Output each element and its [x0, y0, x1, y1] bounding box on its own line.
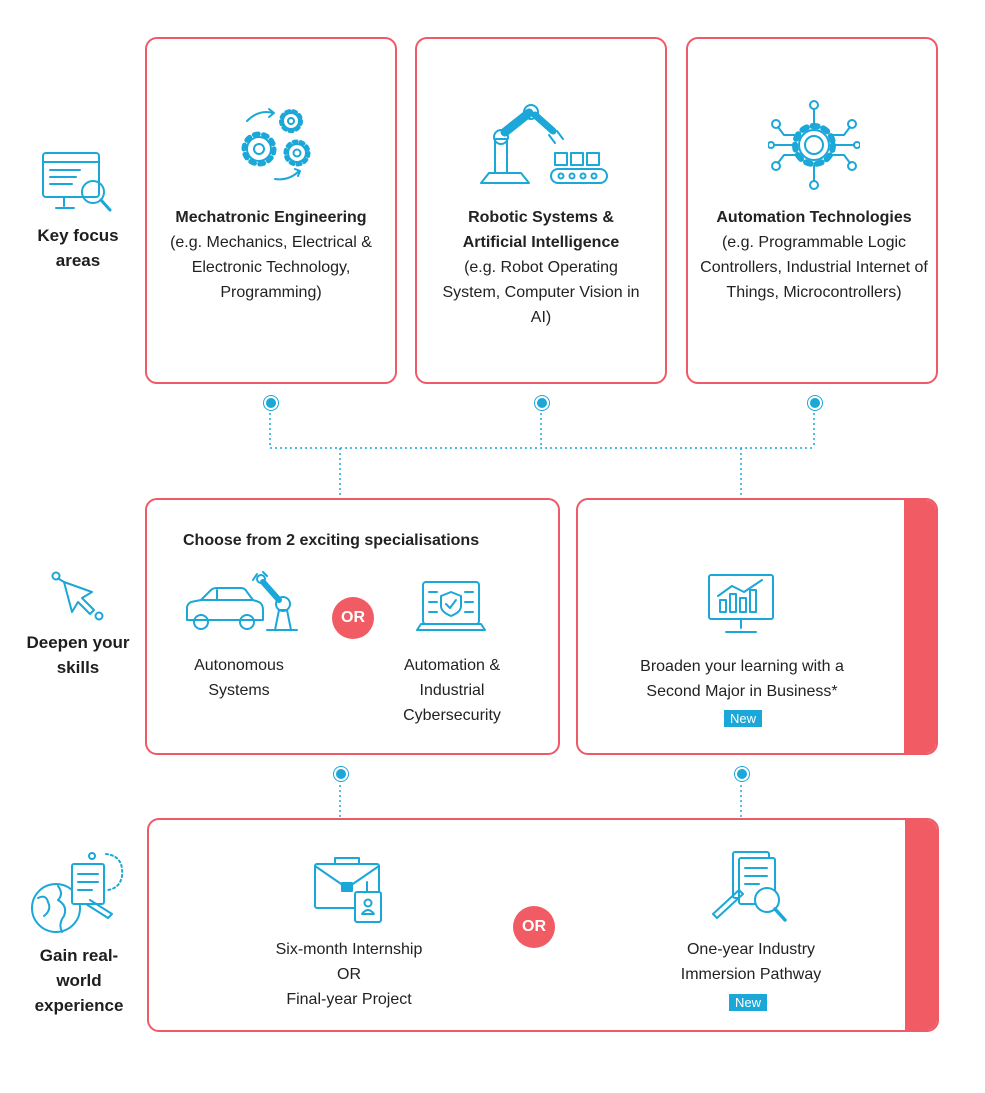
specialisations-heading: Choose from 2 exciting specialisations — [183, 532, 480, 549]
experience-box: Six-month Internship OR Final-year Proje… — [147, 818, 939, 1032]
second-major-box: Broaden your learning with a Second Majo… — [576, 498, 938, 755]
immersion-label: One-year Industry Immersion Pathway — [680, 941, 822, 983]
focus-title: Mechatronic Engineering — [175, 209, 367, 226]
focus-box-automation: Automation Technologies (e.g. Programmab… — [686, 37, 938, 384]
monitor-chart-icon — [706, 572, 776, 638]
connector-dot — [334, 767, 348, 781]
circuit-gear-icon — [768, 99, 860, 191]
globe-document-icon — [28, 850, 128, 936]
focus-title: Robotic Systems & Artificial Intelligenc… — [462, 209, 620, 251]
robot-arm-icon — [473, 101, 613, 187]
connector-dot — [535, 396, 549, 410]
or-badge: OR — [332, 597, 374, 639]
specialisation-cybersecurity: Automation & Industrial Cybersecurity — [403, 657, 501, 724]
focus-title: Automation Technologies — [716, 209, 912, 226]
focus-box-mechatronic: Mechatronic Engineering (e.g. Mechanics,… — [145, 37, 397, 384]
internship-or: OR — [337, 966, 361, 983]
internship-line: Six-month Internship — [275, 941, 423, 958]
focus-desc: (e.g. Robot Operating System, Computer V… — [442, 259, 640, 326]
car-robot-icon — [183, 570, 301, 636]
second-major-label: Broaden your learning with a Second Majo… — [640, 658, 844, 700]
document-magnifier-icon — [709, 850, 793, 926]
new-badge: New — [729, 994, 768, 1011]
focus-desc: (e.g. Programmable Logic Controllers, In… — [700, 234, 928, 301]
screen-magnifier-icon — [40, 150, 114, 216]
focus-automation-text: Automation Technologies (e.g. Programmab… — [698, 205, 930, 305]
row-label-deepen: Deepen your skills — [26, 633, 130, 677]
gears-icon — [229, 99, 317, 187]
laptop-shield-icon — [415, 578, 487, 638]
new-badge: New — [724, 710, 763, 727]
accent-stripe — [905, 820, 937, 1030]
focus-box-robotic: Robotic Systems & Artificial Intelligenc… — [415, 37, 667, 384]
final-year-project: Final-year Project — [286, 991, 412, 1008]
focus-desc: (e.g. Mechanics, Electrical & Electronic… — [170, 234, 372, 301]
internship-text: Six-month Internship OR Final-year Proje… — [239, 937, 459, 1012]
focus-mechatronic-text: Mechatronic Engineering (e.g. Mechanics,… — [157, 205, 385, 305]
connector-dot — [264, 396, 278, 410]
connector-dot — [808, 396, 822, 410]
briefcase-badge-icon — [309, 852, 389, 924]
accent-stripe — [904, 500, 936, 753]
cursor-icon — [50, 570, 106, 622]
or-badge: OR — [513, 906, 555, 948]
row-label-experience: Gain real-world experience — [34, 946, 124, 1015]
connector-dot — [735, 767, 749, 781]
specialisation-autonomous: Autonomous Systems — [194, 657, 284, 699]
row-label-key-focus: Key focus areas — [37, 226, 119, 270]
specialisations-box: Choose from 2 exciting specialisations A… — [145, 498, 560, 755]
focus-robotic-text: Robotic Systems & Artificial Intelligenc… — [437, 205, 645, 330]
